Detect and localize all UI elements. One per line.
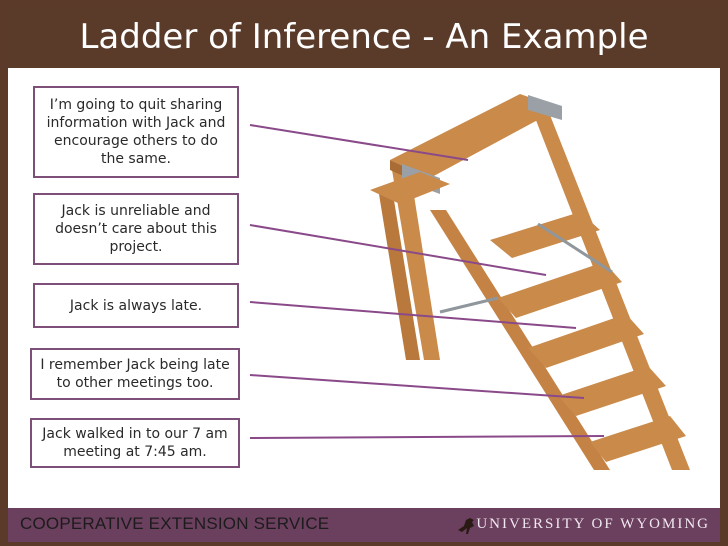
ladder-rung-2-text: I remember Jack being late to other meet… <box>40 357 230 391</box>
ladder-left-back-leg <box>378 188 420 360</box>
slide-title: Ladder of Inference - An Example <box>79 17 649 57</box>
ladder-inner-rail <box>430 210 610 470</box>
connector-line-3 <box>249 301 577 329</box>
ladder-step-5 <box>590 416 686 462</box>
footer-university-name: UNIVERSITY OF WYOMING <box>476 516 710 532</box>
footer-org-name: COOPERATIVE EXTENSION SERVICE <box>20 514 330 533</box>
ladder-rung-4-box: Jack is unreliable and doesn’t care abou… <box>33 193 239 265</box>
ladder-rung-1-text: Jack walked in to our 7 am meeting at 7:… <box>42 426 228 460</box>
ladder-step-4 <box>558 366 666 416</box>
ladder-rung-2-box: I remember Jack being late to other meet… <box>30 348 240 400</box>
ladder-brace-2 <box>537 222 613 274</box>
ladder-rung-1-box: Jack walked in to our 7 am meeting at 7:… <box>30 418 240 468</box>
bucking-horse-logo-icon <box>458 518 474 534</box>
connector-line-1 <box>249 124 469 161</box>
connector-line-4 <box>249 374 585 399</box>
ladder-step-3 <box>528 314 644 368</box>
ladder-top-platform <box>390 94 560 178</box>
ladder-metal-bracket-right <box>528 95 562 120</box>
connector-line-2 <box>249 224 547 276</box>
ladder-back-shelf <box>370 172 450 204</box>
ladder-rung-3-text: Jack is always late. <box>69 297 203 314</box>
ladder-step-1 <box>490 212 600 258</box>
title-bar: Ladder of Inference - An Example <box>8 8 720 68</box>
ladder-rung-4-text: Jack is unreliable and doesn’t care abou… <box>55 203 217 255</box>
connector-line-5 <box>249 435 605 439</box>
ladder-step-2 <box>498 262 622 318</box>
ladder-left-front-leg <box>392 170 440 360</box>
ladder-rung-5-text: I’m going to quit sharing information wi… <box>46 97 226 167</box>
ladder-rung-3-box: Jack is always late. <box>33 283 239 328</box>
ladder-brace-1 <box>439 296 499 314</box>
footer-bar: COOPERATIVE EXTENSION SERVICE UNIVERSITY… <box>8 508 720 542</box>
ladder-rung-5-box: I’m going to quit sharing information wi… <box>33 86 239 178</box>
